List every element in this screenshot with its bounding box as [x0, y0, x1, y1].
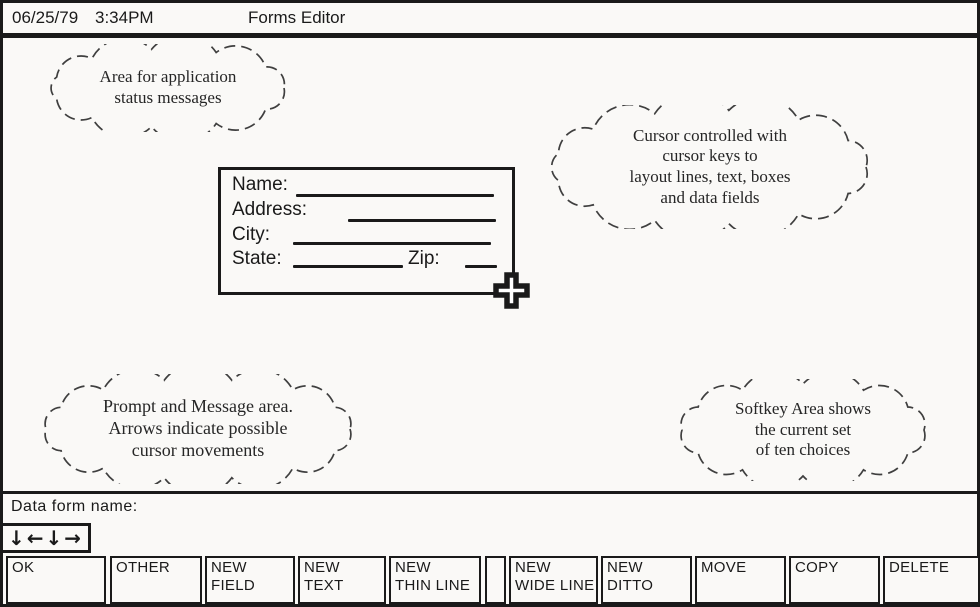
prompt-area-divider: [3, 491, 977, 494]
form-field-zip-line: [465, 265, 497, 268]
form-layout-box[interactable]: Name: Address: City: State: Zip:: [218, 167, 515, 295]
form-label-address: Address:: [232, 199, 307, 220]
form-label-zip: Zip:: [408, 248, 440, 269]
form-label-name: Name:: [232, 174, 288, 195]
app-title: Forms Editor: [248, 8, 346, 27]
cloud-outline-icon: [680, 379, 926, 481]
softkey-new-field[interactable]: NEW FIELD: [205, 556, 295, 604]
form-field-city-line: [293, 242, 491, 245]
softkey-move[interactable]: MOVE: [695, 556, 786, 604]
date-text: 06/25/79: [12, 8, 79, 27]
form-label-city: City:: [232, 224, 270, 245]
plus-crosshair-cursor-icon[interactable]: [493, 272, 530, 309]
callout-cursor-text: Cursor controlled with cursor keys to la…: [629, 125, 791, 207]
form-field-name-line: [296, 194, 494, 197]
softkey-other[interactable]: OTHER: [110, 556, 202, 604]
callout-prompt-area: Prompt and Message area. Arrows indicate…: [41, 374, 355, 484]
callout-cursor-keys: Cursor controlled with cursor keys to la…: [549, 105, 871, 229]
callout-prompt-text: Prompt and Message area. Arrows indicate…: [103, 396, 293, 460]
status-bar: 06/25/79 3:34PM Forms Editor: [3, 3, 977, 38]
softkey-new-ditto[interactable]: NEW DITTO: [601, 556, 692, 604]
time-text: 3:34PM: [95, 8, 154, 27]
softkey-copy[interactable]: COPY: [789, 556, 880, 604]
softkey-ok[interactable]: OK: [6, 556, 106, 604]
softkey-new-thin-line[interactable]: NEW THIN LINE: [389, 556, 481, 604]
callout-status-area: Area for application status messages: [47, 44, 289, 132]
softkey-new-text[interactable]: NEW TEXT: [298, 556, 386, 604]
cloud-outline-icon: [44, 374, 352, 484]
form-field-state-line: [293, 265, 403, 268]
arrow-keys-icon: ↓←↓→: [7, 526, 84, 550]
softkey-spacer: [485, 556, 506, 604]
cloud-outline-icon: [550, 105, 869, 229]
cloud-outline-icon: [50, 44, 286, 132]
prompt-text: Data form name:: [11, 498, 138, 515]
form-field-address-line: [348, 219, 496, 222]
form-label-state: State:: [232, 248, 282, 269]
softkey-delete[interactable]: DELETE: [883, 556, 980, 604]
callout-softkey-area: Softkey Area shows the current set of te…: [677, 379, 929, 481]
softkey-new-wide-line[interactable]: NEW WIDE LINE: [509, 556, 598, 604]
callout-status-text: Area for application status messages: [99, 67, 237, 107]
cursor-movement-arrows: ↓←↓→: [3, 523, 91, 553]
callout-softkey-text: Softkey Area shows the current set of te…: [735, 398, 871, 460]
